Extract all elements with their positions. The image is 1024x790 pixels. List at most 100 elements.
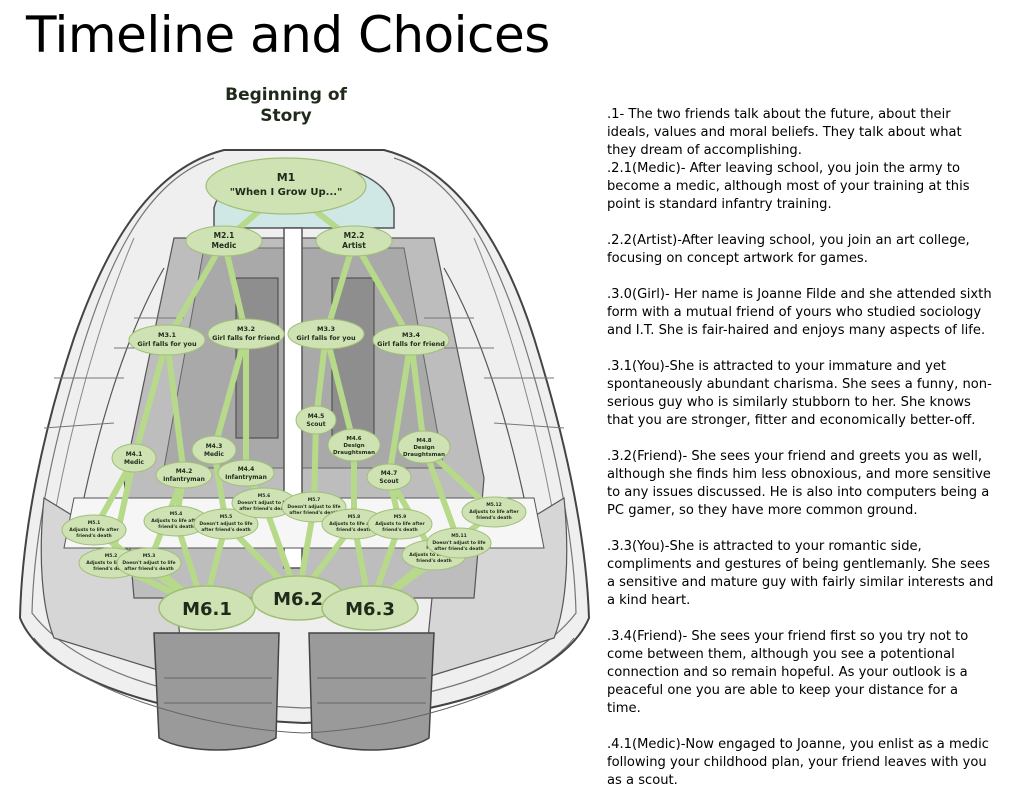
node-m4-7-sub: Scout [379, 478, 398, 485]
node-m5-5-sub1: Doesn't adjust to life [199, 521, 252, 527]
node-m4-4-id: M4.4 [238, 466, 255, 473]
note-3-2: .3.2(Friend)- She sees your friend and g… [607, 449, 991, 518]
node-m3-4: M3.4 Girl falls for friend [372, 324, 450, 356]
slide-title: Timeline and Choices [26, 6, 550, 64]
node-m5-4-id: M5.4 [170, 511, 182, 517]
node-m5-10-sub1: Adjusts to life after [409, 552, 459, 558]
node-m5-2-sub1: Adjusts to life after [86, 560, 136, 566]
node-m5-2-id: M5.2 [105, 553, 117, 559]
node-m4-3-sub: Medic [204, 451, 224, 458]
node-m4-1-id: M4.1 [126, 451, 143, 458]
node-m3-4-sub: Girl falls for friend [377, 340, 445, 348]
note-4-1: .4.1(Medic)-Now engaged to Joanne, you e… [607, 737, 989, 788]
node-m5-9: M5.9 Adjusts to life after friend's deat… [367, 508, 433, 540]
node-m3-1-sub: Girl falls for you [137, 340, 197, 348]
node-m6-1: M6.1 [158, 585, 256, 631]
node-m5-12-sub2: friend's death [476, 515, 511, 521]
node-m4-7-id: M4.7 [381, 470, 398, 477]
node-m3-1: M3.1 Girl falls for you [128, 324, 206, 356]
node-m5-1-sub2: friend's death [76, 533, 111, 539]
node-m5-11-sub1: Doesn't adjust to life [432, 540, 485, 546]
node-m6-1-label: M6.1 [182, 599, 232, 620]
node-m5-3-sub2: after friend's death [124, 566, 173, 572]
node-m5-8-id: M5.8 [348, 514, 360, 520]
node-m5-3: M5.3 Doesn't adjust to life after friend… [116, 547, 182, 579]
start-label-line2: Story [260, 106, 312, 126]
node-m5-1-sub1: Adjusts to life after [69, 527, 119, 533]
node-m2-1: M2.1 Medic [185, 225, 263, 257]
note-3-0: .3.0(Girl)- Her name is Joanne Filde and… [607, 287, 992, 338]
note-1: .1- The two friends talk about the futur… [607, 107, 962, 158]
node-m4-3: M4.3 Medic [191, 435, 237, 465]
node-m4-3-id: M4.3 [206, 443, 223, 450]
node-m5-9-id: M5.9 [394, 514, 406, 520]
node-m2-1-sub: Medic [212, 241, 237, 250]
node-m5-11: M5.11 Doesn't adjust to life after frien… [426, 527, 492, 559]
node-m4-2-id: M4.2 [176, 468, 193, 475]
node-m5-11-sub2: after friend's death [434, 546, 483, 552]
node-m5-8-sub1: Adjusts to life after [329, 521, 379, 527]
note-2-1: .2.1(Medic)- After leaving school, you j… [607, 161, 970, 212]
note-3-1: .3.1(You)-She is attracted to your immat… [607, 359, 992, 428]
vehicle-sketch-background [18, 149, 591, 751]
node-m1: M1 "When I Grow Up..." [205, 157, 367, 215]
node-m3-2-id: M3.2 [237, 325, 255, 333]
node-m2-2-id: M2.2 [344, 231, 365, 240]
node-m4-2-sub: Infantryman [163, 476, 205, 483]
node-m1-id: M1 [277, 171, 296, 184]
story-start-label: Beginning of Story [225, 85, 347, 126]
node-m5-6: M5.6 Doesn't adjust to life after friend… [231, 487, 297, 519]
node-m3-4-id: M3.4 [402, 331, 420, 339]
node-m6-3-label: M6.3 [345, 599, 395, 620]
node-m5-7-id: M5.7 [308, 497, 320, 503]
node-m5-8-sub2: friend's death [336, 527, 371, 533]
node-m5-1: M5.1 Adjusts to life after friend's deat… [61, 514, 127, 546]
node-m4-1: M4.1 Medic [111, 443, 157, 473]
node-m3-1-id: M3.1 [158, 331, 176, 339]
node-m4-4-sub: Infantryman [225, 474, 267, 481]
node-m5-2-sub2: friend's death [93, 566, 128, 572]
node-m4-8: M4.8 Design Draughtsman [397, 430, 451, 464]
node-m4-6-sub2: Draughtsman [333, 450, 375, 456]
node-m5-4-sub1: Adjusts to life after [151, 518, 201, 524]
node-m3-2: M3.2 Girl falls for friend [207, 318, 285, 350]
node-m5-6-id: M5.6 [258, 493, 270, 499]
node-m5-1-id: M5.1 [88, 520, 100, 526]
node-m6-3: M6.3 [321, 585, 419, 631]
node-m5-9-sub1: Adjusts to life after [375, 521, 425, 527]
node-m5-11-id: M5.11 [451, 533, 467, 539]
node-m3-3: M3.3 Girl falls for you [287, 318, 365, 350]
node-m2-1-id: M2.1 [214, 231, 235, 240]
node-m5-12-sub1: Adjusts to life after [469, 509, 519, 515]
note-2-2: .2.2(Artist)-After leaving school, you j… [607, 233, 970, 266]
start-label-line1: Beginning of [225, 85, 347, 105]
node-m5-7-sub2: after friend's death [289, 510, 338, 516]
node-m3-3-sub: Girl falls for you [296, 334, 356, 342]
node-m4-5-id: M4.5 [308, 413, 325, 420]
choice-notes: .1- The two friends talk about the futur… [607, 106, 995, 790]
node-m4-8-sub2: Draughtsman [403, 452, 445, 458]
node-m2-2: M2.2 Artist [315, 225, 393, 257]
node-m4-8-sub1: Design [413, 445, 434, 451]
node-m4-2: M4.2 Infantryman [155, 461, 213, 489]
node-m4-6-sub1: Design [343, 443, 364, 449]
node-m5-3-sub1: Doesn't adjust to life [122, 560, 175, 566]
node-m4-7: M4.7 Scout [366, 463, 412, 491]
node-m5-3-id: M5.3 [143, 553, 155, 559]
node-m4-1-sub: Medic [124, 459, 144, 466]
node-m5-4: M5.4 Adjusts to life after friend's deat… [143, 505, 209, 537]
note-3-3: .3.3(You)-She is attracted to your roman… [607, 539, 994, 608]
node-m5-6-sub2: after friend's death [239, 506, 288, 512]
node-m4-6: M4.6 Design Draughtsman [327, 428, 381, 462]
node-m5-12: M5.12 Adjusts to life after friend's dea… [461, 496, 527, 528]
node-m4-6-id: M4.6 [346, 436, 361, 442]
node-m5-5-id: M5.5 [220, 514, 232, 520]
node-m1-sub: "When I Grow Up..." [230, 187, 343, 198]
node-m4-5-sub: Scout [306, 421, 325, 428]
node-m5-10-sub2: friend's death [416, 558, 451, 564]
node-m5-12-id: M5.12 [486, 502, 502, 508]
node-m6-2: M6.2 [251, 575, 345, 621]
story-timeline-diagram: Beginning of Story [18, 85, 591, 751]
node-m5-7-sub1: Doesn't adjust to life [287, 504, 340, 510]
node-m5-8: M5.8 Adjusts to life after friend's deat… [321, 508, 387, 540]
